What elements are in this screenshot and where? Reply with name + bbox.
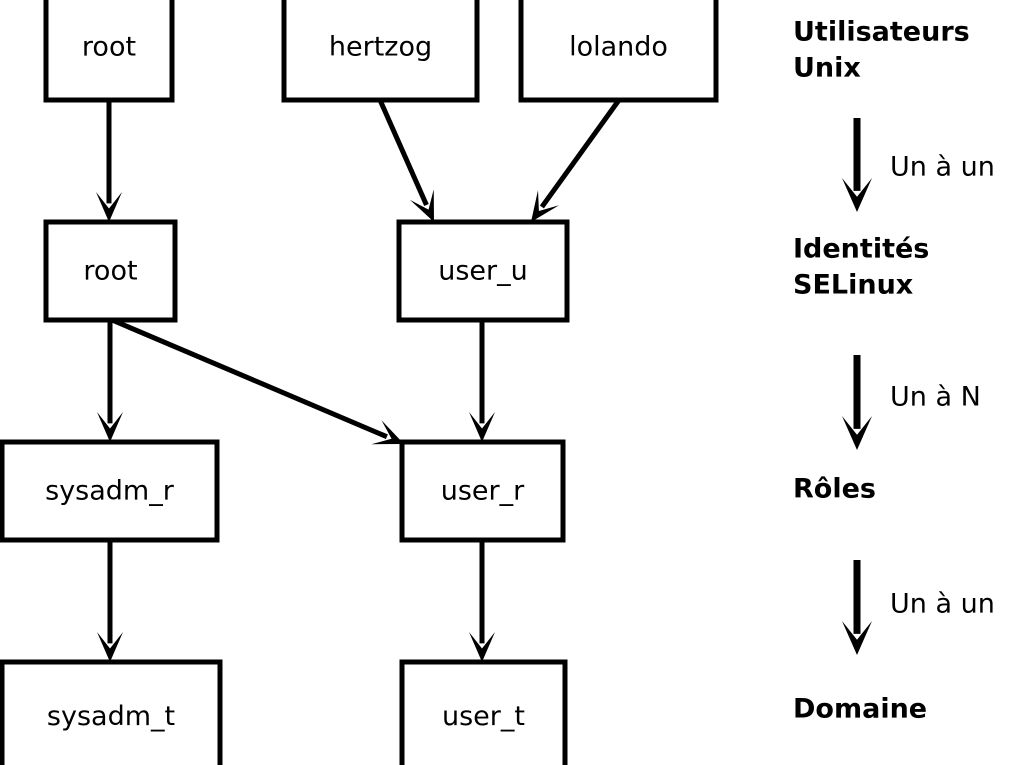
edge-id-root-to-sysadm-r [97,320,123,442]
arrowhead-icon [371,420,404,445]
node-unix-root[interactable]: root [43,0,175,103]
graph-edges [96,98,622,662]
arrowhead-icon [531,190,560,222]
edge-hertzog-to-user-u [377,98,434,222]
legend-relation-identity-to-role: Un à N [842,355,981,450]
legend-cardinality-label: Un à un [890,152,995,183]
node-label: user_r [441,476,525,507]
node-type-user[interactable]: user_t [399,659,568,765]
legend-stage-line: Domaine [793,694,927,725]
edge-user-u-to-user-r [469,320,495,442]
node-label: lolando [569,32,668,63]
legend-relation-role-to-domain: Un à un [842,560,995,655]
node-role-sysadm[interactable]: sysadm_r [0,439,220,543]
node-label: root [82,32,136,63]
node-id-root[interactable]: root [43,219,178,323]
legend-roles: Rôles [793,474,876,505]
node-box[interactable] [43,0,175,103]
node-type-sysadm[interactable]: sysadm_t [0,659,223,765]
node-label: hertzog [329,32,432,63]
legend-stage-line: SELinux [793,270,913,301]
node-box[interactable] [518,0,719,103]
legend-cardinality-label: Un à un [890,589,995,620]
legend-relation-unix-to-identity: Un à un [842,118,995,212]
arrowhead-icon [97,632,123,662]
node-label: sysadm_r [45,476,175,507]
node-unix-hertzog[interactable]: hertzog [281,0,480,103]
node-role-user[interactable]: user_r [399,439,566,543]
edge-lolando-to-user-u [531,98,622,222]
node-box[interactable] [0,659,223,765]
arrowhead-icon [469,412,495,442]
edge-shaft [111,317,388,440]
edge-unix-root-to-id-root [96,100,122,222]
arrowhead-icon [96,192,122,222]
node-unix-lolando[interactable]: lolando [518,0,719,103]
arrowhead-icon [409,189,434,222]
node-label: root [83,256,137,287]
node-box[interactable] [281,0,480,103]
node-label: sysadm_t [47,701,175,732]
node-label: user_u [438,256,528,287]
node-box[interactable] [399,659,568,765]
node-id-user-u[interactable]: user_u [396,219,570,323]
edge-id-root-to-user-r [111,317,404,445]
legend-domains: Domaine [793,694,927,725]
legend-stage-line: Identités [793,234,929,265]
node-box[interactable] [399,439,566,543]
node-box[interactable] [396,219,570,323]
arrowhead-icon [842,178,872,212]
legend-stage-line: Utilisateurs [793,17,970,48]
edge-sysadm-r-to-sysadm-t [97,540,123,662]
legend-stage-line: Rôles [793,474,876,505]
arrowhead-icon [842,416,872,450]
legend-column: UtilisateursUnixIdentitésSELinuxRôlesDom… [793,17,995,725]
arrowhead-icon [842,621,872,655]
node-box[interactable] [43,219,178,323]
legend-stage-line: Unix [793,53,861,84]
edge-user-r-to-user-t [469,540,495,662]
node-label: user_t [442,701,525,732]
arrowhead-icon [469,632,495,662]
arrowhead-icon [97,412,123,442]
node-box[interactable] [0,439,220,543]
legend-cardinality-label: Un à N [890,382,981,413]
edge-shaft [377,98,429,207]
edge-shaft [539,98,622,209]
